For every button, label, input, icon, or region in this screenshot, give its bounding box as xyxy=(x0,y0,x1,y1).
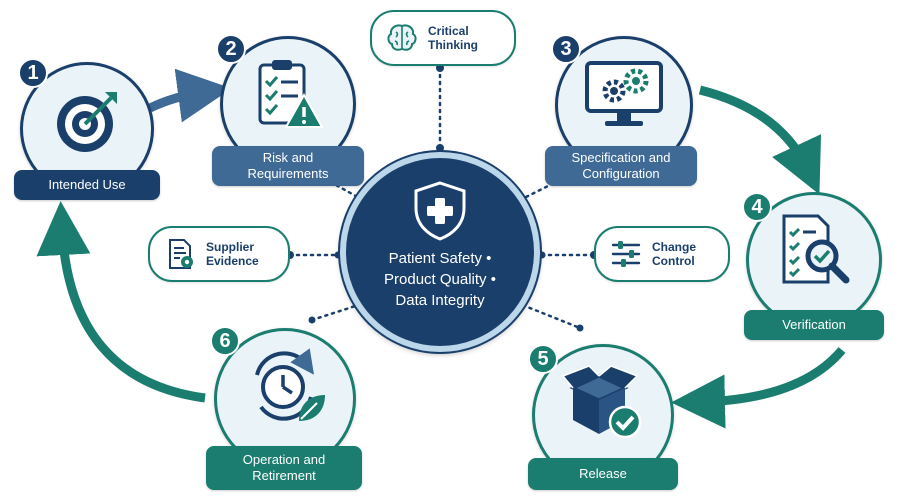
box-check-icon xyxy=(561,365,642,439)
step-label-line: Risk and xyxy=(262,150,314,165)
step-label-line: Specification and xyxy=(571,150,671,165)
document-gear-icon xyxy=(169,239,193,269)
monitor-gears-icon xyxy=(585,61,663,126)
center-line: Data Integrity xyxy=(395,292,485,309)
pill-supplier-evidence: Supplier Evidence xyxy=(148,226,290,282)
step-3-specification-and-configuration: 3 Specification and Configuration xyxy=(545,30,705,192)
step-6-operation-and-retirement: 6 Operation and Retirement xyxy=(204,322,364,492)
step-number: 1 xyxy=(18,58,48,88)
step-label-line: Requirements xyxy=(247,166,329,181)
target-icon xyxy=(57,92,117,152)
arrow-3-to-4 xyxy=(698,85,822,195)
center-text: Patient Safety • Product Quality • Data … xyxy=(384,248,496,311)
step-5-release: 5 Release xyxy=(524,340,684,498)
step-2-risk-and-requirements: 2 Risk and Requirements xyxy=(208,30,368,192)
pill-line: Change xyxy=(652,240,697,254)
step-label: Intended Use xyxy=(14,170,160,200)
pill-critical-thinking: Critical Thinking xyxy=(370,10,516,66)
pill-line: Evidence xyxy=(206,254,259,268)
pill-line: Supplier xyxy=(206,240,255,254)
step-label-box: Operation and Retirement xyxy=(206,446,362,490)
step-label: Verification xyxy=(744,310,884,340)
center-hub: Patient Safety • Product Quality • Data … xyxy=(340,152,540,352)
step-number: 6 xyxy=(210,326,240,356)
center-line: Patient Safety • xyxy=(388,250,492,267)
spoke-release xyxy=(508,298,582,330)
step-4-verification: 4 Verification xyxy=(738,186,888,344)
center-line: Product Quality • xyxy=(384,271,496,288)
step-label-box: Specification and Configuration xyxy=(545,146,697,186)
pill-line: Critical xyxy=(428,24,469,38)
arrow-4-to-5 xyxy=(671,347,846,429)
step-number: 2 xyxy=(216,34,246,64)
step-1-intended-use: 1 Intended Use xyxy=(12,52,162,202)
pill-line: Thinking xyxy=(428,38,478,52)
step-number: 5 xyxy=(528,344,558,374)
step-label: Release xyxy=(528,458,678,490)
arrow-1-to-2 xyxy=(148,68,232,123)
pill-change-control: Change Control xyxy=(594,226,730,282)
clock-leaf-icon xyxy=(255,348,325,421)
step-label-line: Retirement xyxy=(252,468,316,483)
pill-line: Control xyxy=(652,254,695,268)
step-number: 3 xyxy=(551,34,581,64)
shield-cross-icon xyxy=(414,181,466,241)
step-label-box: Risk and Requirements xyxy=(212,146,364,186)
checklist-magnifier-icon xyxy=(782,214,850,284)
clipboard-warning-icon xyxy=(258,60,324,128)
brain-icon xyxy=(387,24,417,51)
step-number: 4 xyxy=(742,192,772,222)
arrow-6-to-1 xyxy=(36,201,206,403)
step-label-line: Operation and xyxy=(242,452,326,467)
step-label-line: Configuration xyxy=(582,166,660,181)
sliders-icon xyxy=(611,241,641,267)
